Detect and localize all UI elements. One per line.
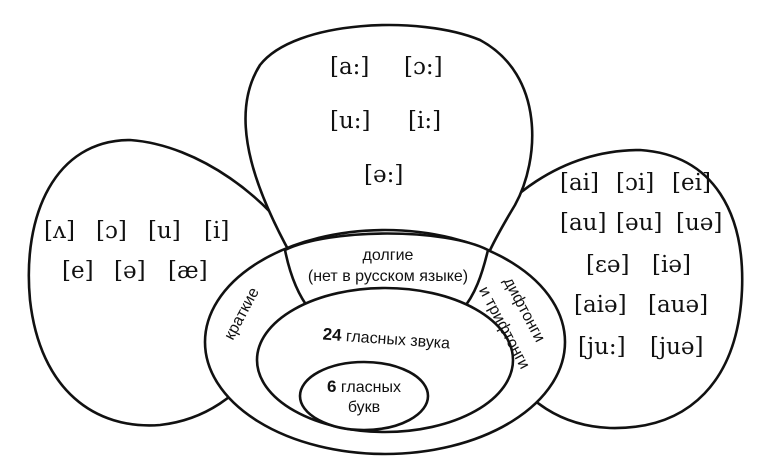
- phoneme-right-9: [aiə]: [574, 292, 627, 318]
- phoneme-left-7: [æ]: [168, 258, 208, 284]
- vowel-letters-count: 6: [327, 377, 336, 396]
- phoneme-top-1: [a:]: [330, 54, 369, 80]
- vowel-letters-text: гласных: [336, 379, 401, 396]
- phoneme-top-5: [ə:]: [364, 162, 403, 188]
- phoneme-right-2: [ɔi]: [616, 170, 654, 196]
- phoneme-left-5: [e]: [62, 258, 94, 284]
- phoneme-right-10: [auə]: [648, 292, 708, 318]
- phoneme-right-4: [au]: [560, 210, 606, 236]
- phoneme-right-12: [juə]: [650, 334, 704, 360]
- phoneme-right-11: [ju:]: [578, 334, 626, 360]
- phoneme-top-3: [u:]: [330, 108, 371, 134]
- phoneme-top-4: [i:]: [408, 108, 441, 134]
- phoneme-left-4: [i]: [204, 218, 229, 244]
- phoneme-left-3: [u]: [148, 218, 181, 244]
- top-petal: [244, 23, 534, 264]
- vowel-sounds-count: 24: [322, 325, 343, 345]
- phoneme-right-6: [uə]: [676, 210, 722, 236]
- long-vowels-segment: [283, 232, 490, 312]
- phoneme-left-1: [ʌ]: [44, 218, 75, 244]
- vowel-letters-ellipse: [298, 360, 430, 432]
- phoneme-right-1: [ai]: [560, 170, 599, 196]
- vowel-letters-label-line2: букв: [348, 399, 380, 416]
- phoneme-top-2: [ɔ:]: [404, 54, 443, 80]
- phoneme-right-3: [ei]: [672, 170, 711, 196]
- phoneme-right-5: [əu]: [616, 210, 662, 236]
- phoneme-right-7: [ɛə]: [586, 252, 629, 278]
- vowel-letters-label: 6 гласных: [327, 377, 401, 396]
- phoneme-right-8: [iə]: [652, 252, 691, 278]
- long-vowels-label: долгие: [363, 247, 414, 264]
- long-vowels-note: (нет в русском языке): [308, 268, 468, 285]
- phoneme-left-6: [ə]: [114, 258, 146, 284]
- phoneme-left-2: [ɔ]: [96, 218, 127, 244]
